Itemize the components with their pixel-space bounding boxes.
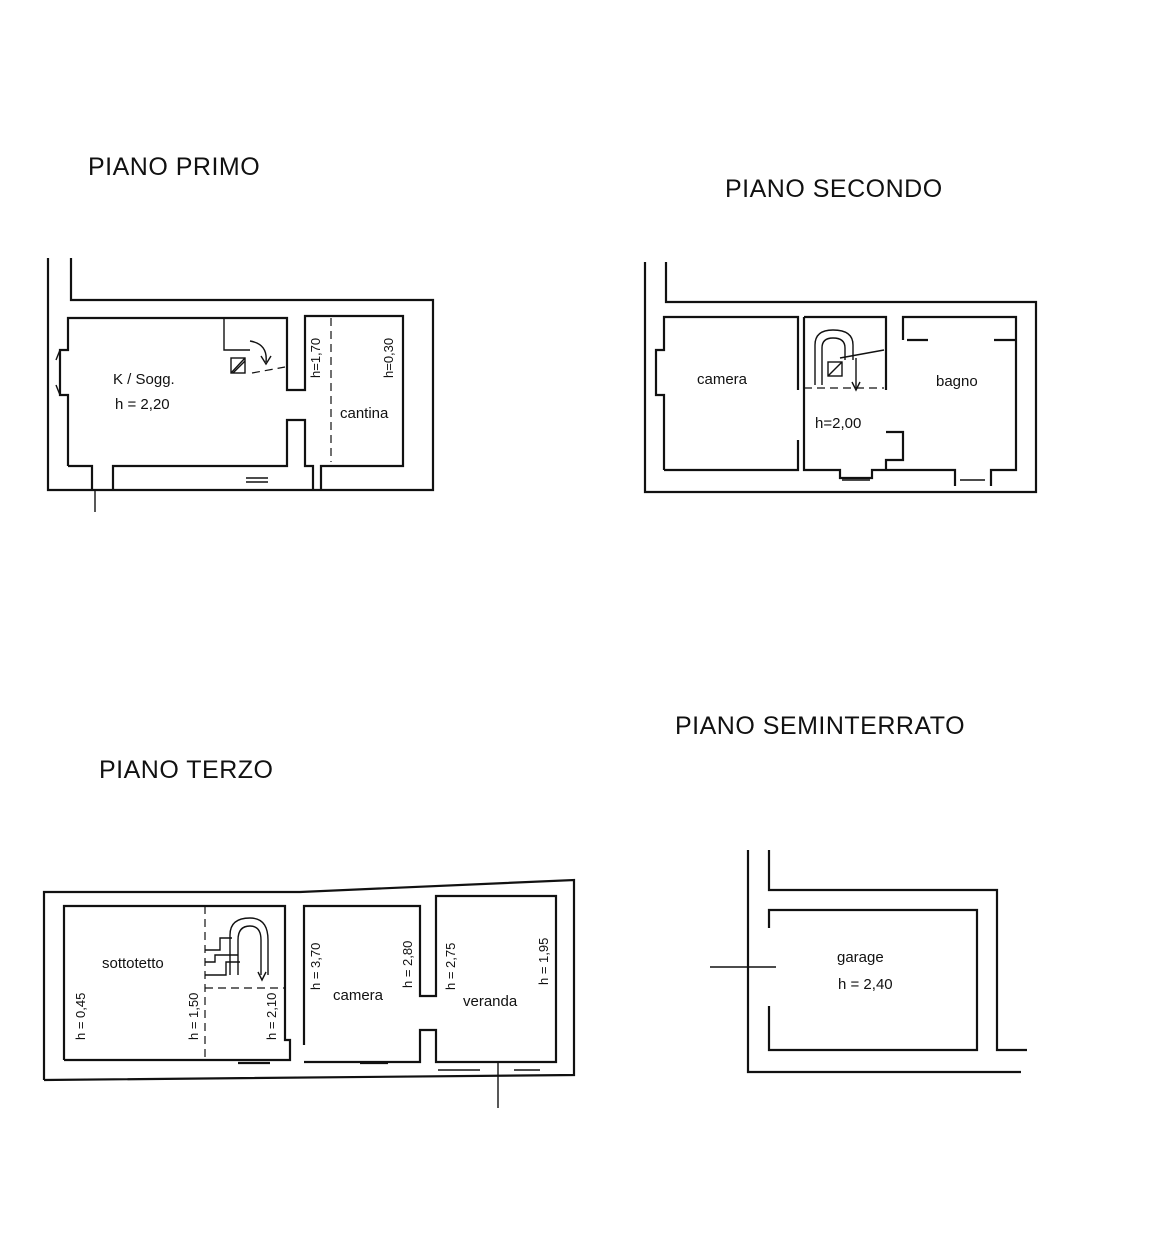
title-piano-seminterrato: PIANO SEMINTERRATO [675,712,965,740]
walls-terzo [42,878,576,1108]
label-sottotetto: sottotetto [102,955,164,972]
label-height-195: h = 1,95 [536,938,551,985]
title-piano-terzo: PIANO TERZO [99,756,274,784]
label-kitchen: K / Sogg. [113,371,175,388]
label-height-280: h = 2,80 [400,941,415,988]
walls-seminterrato [710,850,1027,1074]
title-piano-primo: PIANO PRIMO [88,153,260,181]
label-height-370: h = 3,70 [308,943,323,990]
plan-piano-seminterrato: PIANO SEMINTERRATO garage h = 2,40 [675,712,1027,1074]
label-height-200: h=2,00 [815,415,861,432]
walls-primo [46,258,435,512]
label-camera-terzo: camera [333,987,384,1004]
walls-secondo [643,262,1038,494]
label-bagno: bagno [936,373,978,390]
label-height-210: h = 2,10 [264,993,279,1040]
label-garage-height: h = 2,40 [838,976,893,993]
label-garage: garage [837,949,884,966]
title-piano-secondo: PIANO SECONDO [725,175,943,203]
label-kitchen-height: h = 2,20 [115,396,170,413]
plan-piano-terzo: PIANO TERZO sottotetto camera veranda h … [42,756,576,1108]
label-height-275: h = 2,75 [443,943,458,990]
label-height-030: h=0,30 [381,338,396,378]
plan-piano-secondo: PIANO SECONDO camera bagno h=2,00 [643,175,1038,494]
label-height-150: h = 1,50 [186,993,201,1040]
plan-piano-primo: PIANO PRIMO K / Sogg. h = 2,20 can [46,153,435,512]
label-veranda: veranda [463,993,518,1010]
label-camera-secondo: camera [697,371,748,388]
label-cantina: cantina [340,405,389,422]
label-height-170: h=1,70 [308,338,323,378]
label-height-045: h = 0,45 [73,993,88,1040]
